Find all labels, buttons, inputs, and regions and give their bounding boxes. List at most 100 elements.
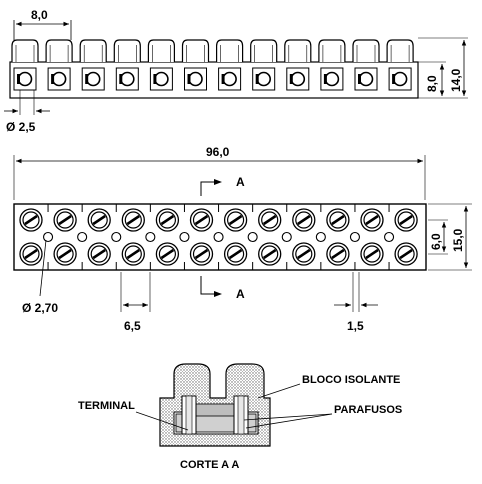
front-mount-hole-icon xyxy=(213,231,224,243)
front-screw-slot xyxy=(194,214,209,226)
front-screw-slot xyxy=(160,214,175,226)
top-clip xyxy=(392,74,396,84)
front-screw-slot xyxy=(126,214,141,226)
front-screw-slot xyxy=(126,248,141,260)
top-hole-icon xyxy=(188,71,203,87)
top-clip xyxy=(323,74,327,84)
section-view: BLOCO ISOLANTE TERMINAL PARAFUSOS CORTE … xyxy=(78,363,402,471)
top-cap xyxy=(318,39,346,62)
top-view-body xyxy=(9,39,419,99)
front-screw-slot xyxy=(194,248,209,260)
front-screw-slot xyxy=(24,248,38,260)
section-label-bottom: A xyxy=(236,287,245,301)
front-screw-slot xyxy=(297,214,311,226)
mount-hole-dim-label: Ø 2,70 xyxy=(22,301,58,315)
top-hole-icon xyxy=(51,71,67,87)
front-screw-slot xyxy=(58,214,72,226)
insulator-label: BLOCO ISOLANTE xyxy=(302,374,400,386)
front-view: 96,0 A A Ø 2,70 6,5 1,5 6,0 15,0 xyxy=(13,145,472,333)
front-mount-hole-icon xyxy=(179,231,190,243)
front-view-body xyxy=(13,203,427,271)
top-hole-icon xyxy=(358,71,374,87)
top-clip xyxy=(358,74,361,84)
top-cap xyxy=(45,39,73,62)
inner-height-dim-label: 6,0 xyxy=(429,233,443,250)
hole-dim-label: Ø 2,5 xyxy=(6,120,36,134)
front-screw-slot xyxy=(58,248,72,260)
slot-dim-label: 6,5 xyxy=(124,319,141,333)
front-mount-hole-icon xyxy=(315,231,326,243)
terminal-label: TERMINAL xyxy=(78,400,135,412)
section-arrow-top xyxy=(214,179,222,185)
outer-height-dim-label: 15,0 xyxy=(451,228,465,252)
front-mount-hole-icon xyxy=(281,231,292,243)
screw-right-slot xyxy=(237,395,245,435)
front-screw-slot xyxy=(262,248,277,260)
section-title: CORTE A A xyxy=(180,459,239,471)
front-screw-slot xyxy=(228,248,243,260)
section-arrow-bottom xyxy=(214,291,222,297)
front-screw-slot xyxy=(399,214,413,226)
top-cap xyxy=(284,39,312,62)
top-cap xyxy=(79,39,107,62)
front-mount-hole-icon xyxy=(349,231,361,243)
front-mount-hole-icon xyxy=(42,231,54,243)
pitch-dim-label: 8,0 xyxy=(31,8,48,22)
top-clip xyxy=(51,74,55,84)
screws-label: PARAFUSOS xyxy=(334,404,402,416)
section-marker-top xyxy=(200,181,214,196)
top-cap xyxy=(113,39,141,62)
front-screw-slot xyxy=(24,214,38,226)
section-label-top: A xyxy=(236,175,245,189)
screws-leader-a xyxy=(243,413,333,421)
front-screw-slot xyxy=(399,248,413,260)
top-clip xyxy=(221,74,225,84)
top-hole-icon xyxy=(120,71,135,87)
top-hole-icon xyxy=(222,71,237,87)
top-hole-icon xyxy=(17,71,33,87)
front-screw-slot xyxy=(92,214,106,226)
top-clip xyxy=(85,74,89,84)
screw-left-slot xyxy=(185,395,193,435)
body-height-dim-label: 8,0 xyxy=(425,75,439,92)
front-screw-slot xyxy=(331,248,345,260)
front-mount-hole-icon xyxy=(383,231,395,243)
front-screw-slot xyxy=(331,214,345,226)
insulator-leader xyxy=(257,383,301,399)
top-clip xyxy=(119,74,123,84)
top-base xyxy=(9,61,419,99)
front-mount-hole-icon xyxy=(111,231,122,243)
top-cap xyxy=(147,39,175,62)
top-hole-icon xyxy=(154,71,169,87)
length-dim-label: 96,0 xyxy=(206,145,230,159)
front-screw-slot xyxy=(228,214,243,226)
top-clip xyxy=(187,74,191,84)
front-screw-slot xyxy=(92,248,106,260)
top-hole-icon xyxy=(324,71,340,87)
total-height-dim-label: 14,0 xyxy=(449,68,463,92)
front-mount-hole-icon xyxy=(247,231,258,243)
front-screw-slot xyxy=(160,248,175,260)
top-cap xyxy=(352,39,380,62)
front-screw-slot xyxy=(365,248,379,260)
mount-hole-leader xyxy=(39,239,47,297)
top-hole-icon xyxy=(85,71,101,87)
terminal-bridge xyxy=(195,403,239,417)
front-mount-hole-icon xyxy=(145,231,156,243)
front-screw-slot xyxy=(297,248,311,260)
top-cap xyxy=(386,39,414,62)
top-view: 8,0 Ø 2,5 8,0 14,0 xyxy=(4,8,468,134)
front-screw-slot xyxy=(365,214,379,226)
top-hole-icon xyxy=(392,71,408,87)
top-cap xyxy=(181,39,210,62)
top-clip xyxy=(289,74,293,84)
top-cap xyxy=(11,39,39,62)
front-mount-hole-icon xyxy=(77,231,88,243)
gap-dim-label: 1,5 xyxy=(347,319,364,333)
top-clip xyxy=(153,74,157,84)
terminal-leader xyxy=(135,411,189,431)
top-clip xyxy=(255,74,259,84)
top-hole-icon xyxy=(290,71,306,87)
